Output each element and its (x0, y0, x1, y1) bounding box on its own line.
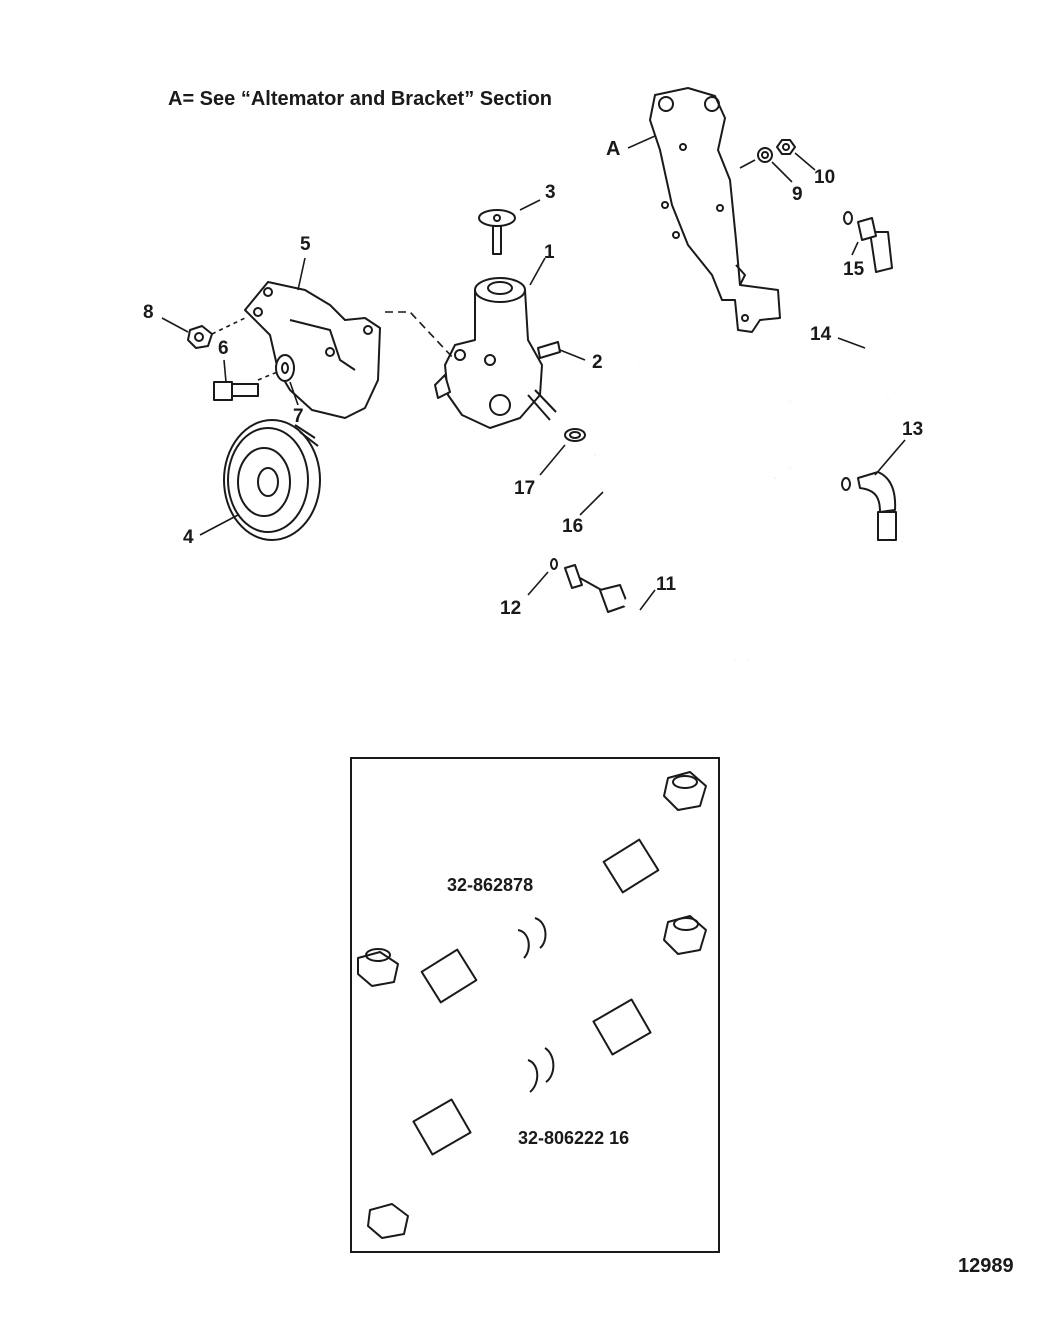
label-8: 8 (143, 302, 154, 323)
part-10-nut (776, 139, 796, 155)
label-14: 14 (810, 324, 832, 345)
part-2-fitting (537, 341, 561, 359)
part-1-power-steering-pump (434, 277, 557, 429)
part-12-o-ring (550, 558, 558, 570)
part-3-reservoir-cap (478, 209, 516, 255)
label-4: 4 (183, 527, 194, 548)
part-number-2: 32-806222 16 (518, 1128, 629, 1148)
part-17-clamp (564, 428, 586, 442)
label-12: 12 (500, 598, 521, 619)
label-6: 6 (218, 338, 229, 359)
callout-a: A (606, 138, 620, 160)
figure-number: 12989 (958, 1255, 1014, 1277)
part-14-hose (636, 217, 897, 414)
label-9: 9 (792, 184, 803, 205)
label-15: 15 (843, 259, 865, 280)
part-6-bolt (213, 381, 259, 401)
alternator-bracket-a (649, 87, 781, 333)
label-3: 3 (545, 182, 556, 203)
part-9-washer (757, 147, 773, 163)
inset-hose-32-862878 (357, 771, 709, 1012)
inset-hose-32-806222 (367, 915, 707, 1239)
part-13-fitting (841, 471, 897, 541)
label-1: 1 (544, 242, 555, 263)
label-10: 10 (814, 167, 835, 188)
label-11: 11 (656, 574, 677, 595)
part-number-1: 32-862878 (447, 875, 533, 895)
label-2: 2 (592, 352, 603, 373)
label-13: 13 (902, 419, 923, 440)
part-4-pulley (223, 419, 321, 541)
section-note: A= See “Altemator and Bracket” Section (168, 88, 552, 110)
part-15-o-ring (843, 211, 853, 225)
part-8-nut (187, 325, 213, 349)
label-16: 16 (562, 516, 583, 537)
label-17: 17 (514, 478, 535, 499)
part-5-pump-bracket (244, 281, 381, 419)
part-16-hose (591, 394, 892, 502)
part-11-hose (564, 538, 885, 665)
label-7: 7 (293, 406, 304, 427)
part-7-washer (275, 354, 295, 382)
label-5: 5 (300, 234, 311, 255)
